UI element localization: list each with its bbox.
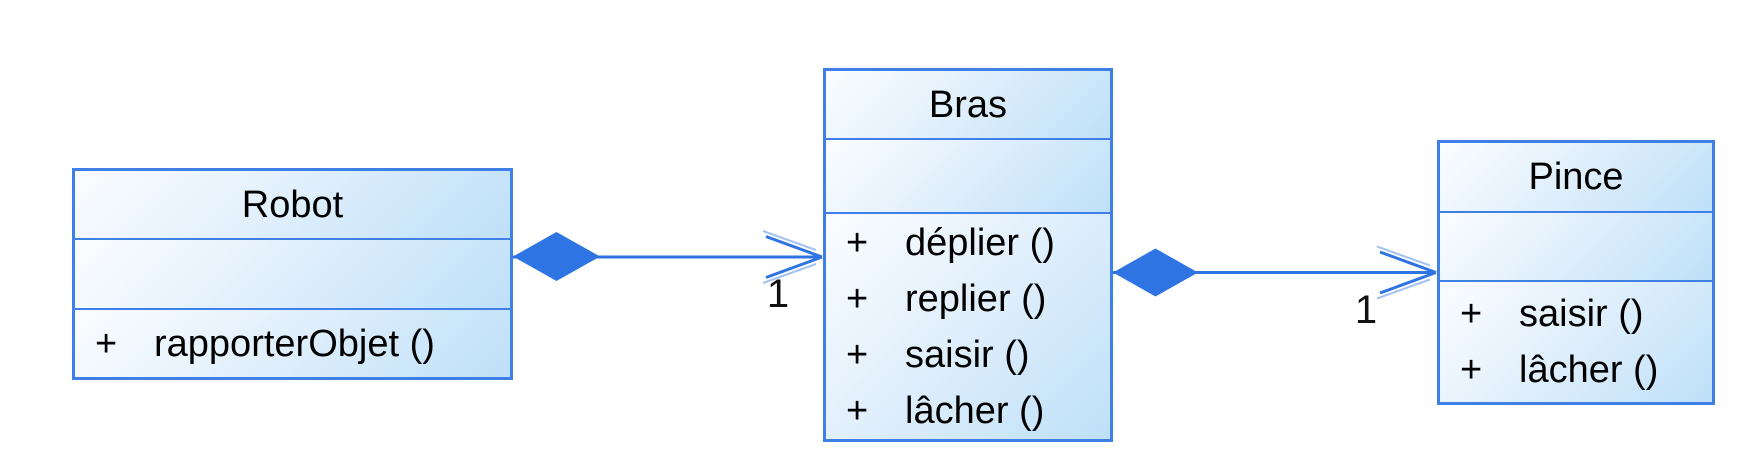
attributes-compartment <box>826 138 1110 212</box>
visibility-marker: + <box>846 389 869 432</box>
attributes-compartment <box>75 238 510 308</box>
method-row: + rapporterObjet () <box>75 316 510 372</box>
method-row: + déplier () <box>826 215 1110 271</box>
multiplicity-label: 1 <box>766 272 790 316</box>
class-name: Robot <box>75 171 510 238</box>
method-signature: déplier () <box>905 221 1055 264</box>
visibility-marker: + <box>1460 293 1483 335</box>
visibility-marker: + <box>846 221 869 264</box>
methods-compartment: + rapporterObjet () <box>75 308 510 377</box>
class-box-pince: Pince + saisir () + lâcher () <box>1437 140 1715 405</box>
method-signature: lâcher () <box>905 389 1045 432</box>
method-signature: rapporterObjet () <box>154 322 435 365</box>
visibility-marker: + <box>846 277 869 320</box>
method-row: + saisir () <box>826 327 1110 383</box>
methods-compartment: + déplier () + replier () + saisir () + … <box>826 212 1110 439</box>
multiplicity-label: 1 <box>1354 288 1378 332</box>
class-name: Pince <box>1440 143 1712 211</box>
visibility-marker: + <box>1460 349 1483 391</box>
composition-diamond-icon <box>513 232 600 281</box>
method-row: + lâcher () <box>1440 342 1712 398</box>
class-box-bras: Bras + déplier () + replier () + saisir … <box>823 68 1113 442</box>
method-row: + replier () <box>826 271 1110 327</box>
method-signature: saisir () <box>905 333 1030 376</box>
method-signature: saisir () <box>1519 293 1644 335</box>
visibility-marker: + <box>95 322 118 365</box>
attributes-compartment <box>1440 211 1712 280</box>
method-row: + lâcher () <box>826 383 1110 439</box>
visibility-marker: + <box>846 333 869 376</box>
methods-compartment: + saisir () + lâcher () <box>1440 280 1712 402</box>
method-signature: lâcher () <box>1519 349 1659 391</box>
method-signature: replier () <box>905 277 1047 320</box>
class-name: Bras <box>826 71 1110 138</box>
composition-diamond-icon <box>1113 248 1198 297</box>
open-arrowhead-icon <box>1379 250 1437 295</box>
method-row: + saisir () <box>1440 286 1712 342</box>
class-box-robot: Robot + rapporterObjet () <box>72 168 513 380</box>
